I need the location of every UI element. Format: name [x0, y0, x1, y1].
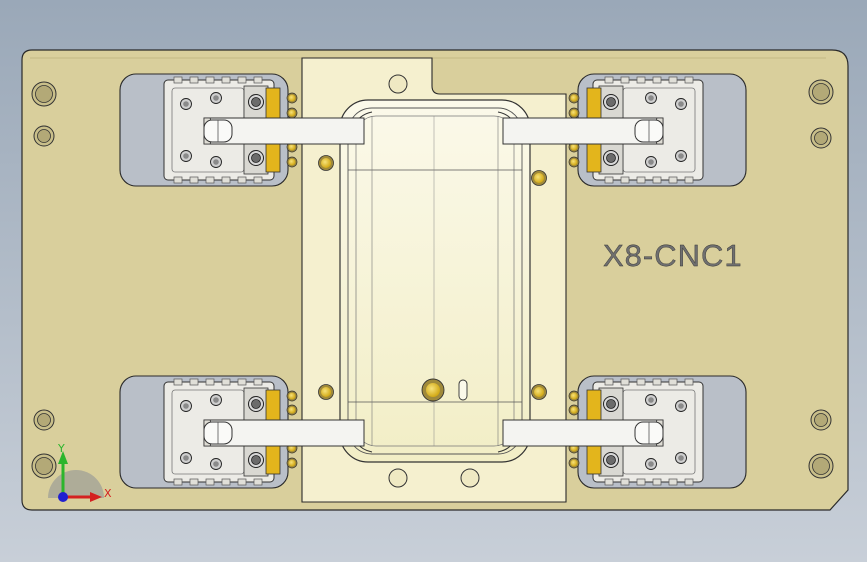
- y-axis-label: Y: [57, 442, 65, 455]
- axis-triad: X Y: [48, 442, 112, 502]
- z-axis-icon: [58, 492, 68, 502]
- center-locating-pin: [421, 378, 445, 402]
- locating-slot: [458, 379, 468, 401]
- part-cavity: [339, 99, 531, 463]
- x-axis-label: X: [104, 487, 112, 500]
- insert-holes: [388, 74, 480, 488]
- part-engraving: X8-CNC1: [603, 238, 743, 273]
